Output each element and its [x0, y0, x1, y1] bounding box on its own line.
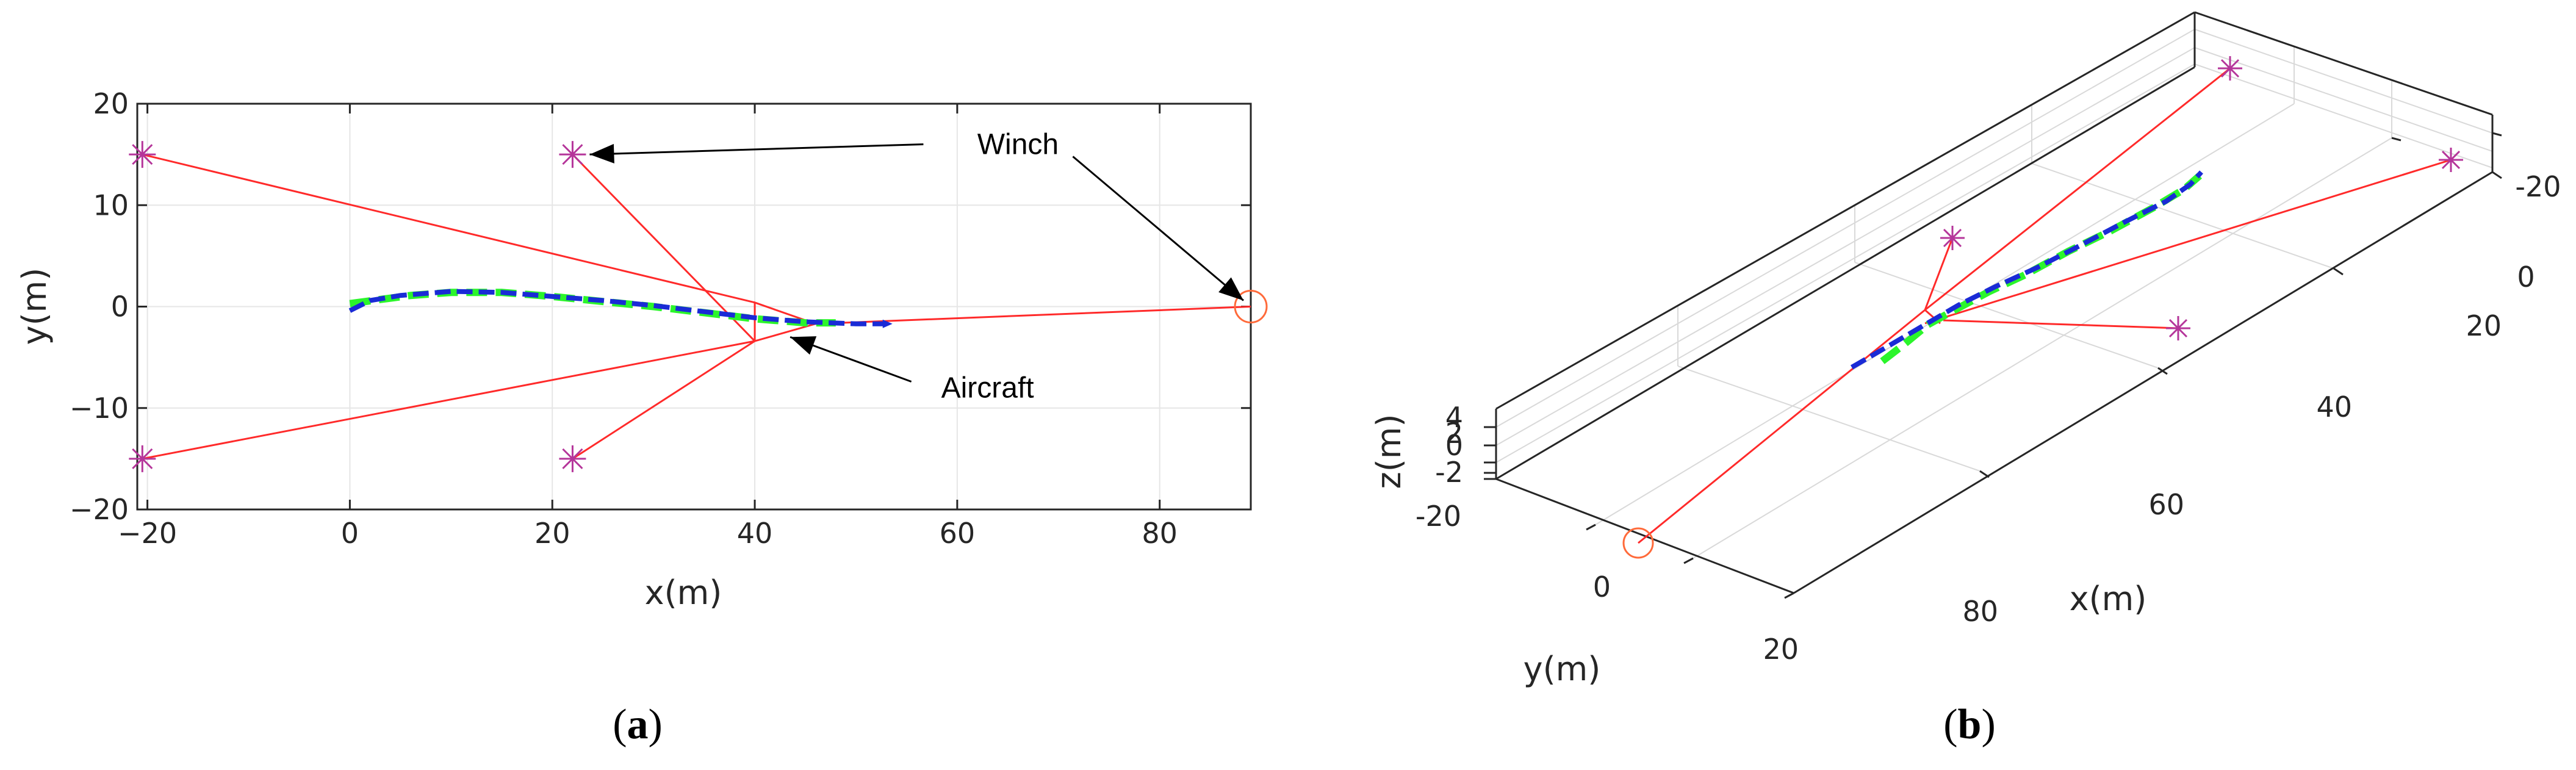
caption-b: (b) [1943, 701, 1996, 748]
xtick-label: 60 [940, 517, 976, 550]
circle-winch-b [1622, 527, 1654, 559]
annotation-aircraft: Aircraft [941, 372, 1034, 405]
tethers-b [1638, 67, 2452, 544]
winch-markers-b [1940, 56, 2463, 340]
annotation-arrow-aircraft-head [790, 336, 817, 355]
ticks-a: −20 0 20 40 60 80 −20 −10 0 10 20 [70, 87, 1251, 550]
winch-marker [559, 141, 586, 168]
x-axis-label-b: x(m) [2070, 580, 2147, 618]
tick-labels-b: 4 2 0 -2 -20 0 20 80 60 40 20 0 -20 [1416, 170, 2561, 666]
right-ytick-label: 0 [2517, 261, 2535, 293]
tether-line [572, 154, 756, 342]
blue-path-arrowhead [882, 319, 893, 328]
winch-marker [2218, 56, 2242, 81]
caption-a: (a) [613, 701, 663, 748]
tether-line [1924, 237, 1954, 311]
annotation-winch: Winch [977, 129, 1059, 161]
xtick-label: 0 [341, 517, 359, 550]
tether-line [572, 340, 755, 460]
annotation-arrow-winch-2-head [1218, 277, 1243, 301]
ztick-label: 4 [1445, 401, 1463, 434]
y-axis-label-a: y(m) [15, 268, 54, 345]
winch-marker [129, 445, 156, 472]
winch-marker-stroke [562, 144, 583, 165]
tether-line [1943, 319, 2179, 329]
xtick-label: 60 [2148, 488, 2184, 521]
xtick-label: −20 [118, 517, 177, 550]
blue-path-b [1850, 170, 2203, 370]
ytick-label: 20 [1763, 633, 1799, 666]
tether-line [1924, 67, 2231, 311]
winch-marker [2166, 316, 2190, 340]
xtick-label: 20 [534, 517, 570, 550]
ytick-label: -20 [1416, 500, 1461, 533]
y-axis-label-b: y(m) [1524, 650, 1601, 688]
ytick-label: 0 [1593, 570, 1611, 603]
annotation-arrow-winch-1 [589, 143, 924, 156]
ytick-label: −20 [70, 493, 129, 526]
panel-b: 4 2 0 -2 -20 0 20 80 60 40 20 0 -20 x(m)… [1370, 11, 2561, 748]
winch-marker-stroke [132, 448, 153, 469]
winch-marker-stroke [132, 144, 153, 165]
ztick-label: 0 [1445, 429, 1463, 462]
z-axis-label-b: z(m) [1370, 414, 1408, 489]
axes-box-3d-b [1495, 11, 2494, 594]
tether-line [1638, 309, 1926, 544]
tether-line [815, 306, 1251, 325]
x-axis-label-a: x(m) [645, 574, 722, 612]
tether-line [142, 340, 755, 460]
winch-marker [2439, 148, 2463, 172]
ytick-label: 0 [111, 290, 129, 323]
tether-line [142, 153, 755, 304]
attachment-triangle [754, 301, 819, 343]
blue-path [348, 289, 887, 326]
paths-a [348, 289, 893, 328]
xtick-label: 80 [1962, 595, 1998, 628]
winch-marker [559, 445, 586, 472]
ztick-label: 2 [1445, 417, 1463, 450]
winch-marker-stroke [562, 448, 583, 469]
ytick-label: 10 [93, 189, 129, 221]
ytick-label: −10 [70, 392, 129, 425]
right-ytick-label: -20 [2515, 170, 2561, 203]
annotation-arrow-winch-1-head [589, 143, 614, 164]
winch-marker [1940, 226, 1965, 250]
tethers-a [142, 153, 1251, 460]
ztick-label: -2 [1435, 456, 1463, 489]
annotation-arrow-winch-2 [1072, 156, 1244, 301]
tether-line [1924, 159, 2452, 325]
ytick-label: 20 [93, 87, 129, 120]
xtick-label: 20 [2466, 309, 2502, 342]
xtick-label: 40 [737, 517, 773, 550]
xtick-label: 40 [2316, 390, 2352, 423]
tick-marks-b [1484, 132, 2502, 599]
winch-marker [129, 141, 156, 168]
circle-winch [1234, 290, 1268, 323]
xtick-label: 80 [1142, 517, 1178, 550]
green-path-b [1880, 173, 2202, 364]
winch-markers-a [129, 141, 1268, 472]
